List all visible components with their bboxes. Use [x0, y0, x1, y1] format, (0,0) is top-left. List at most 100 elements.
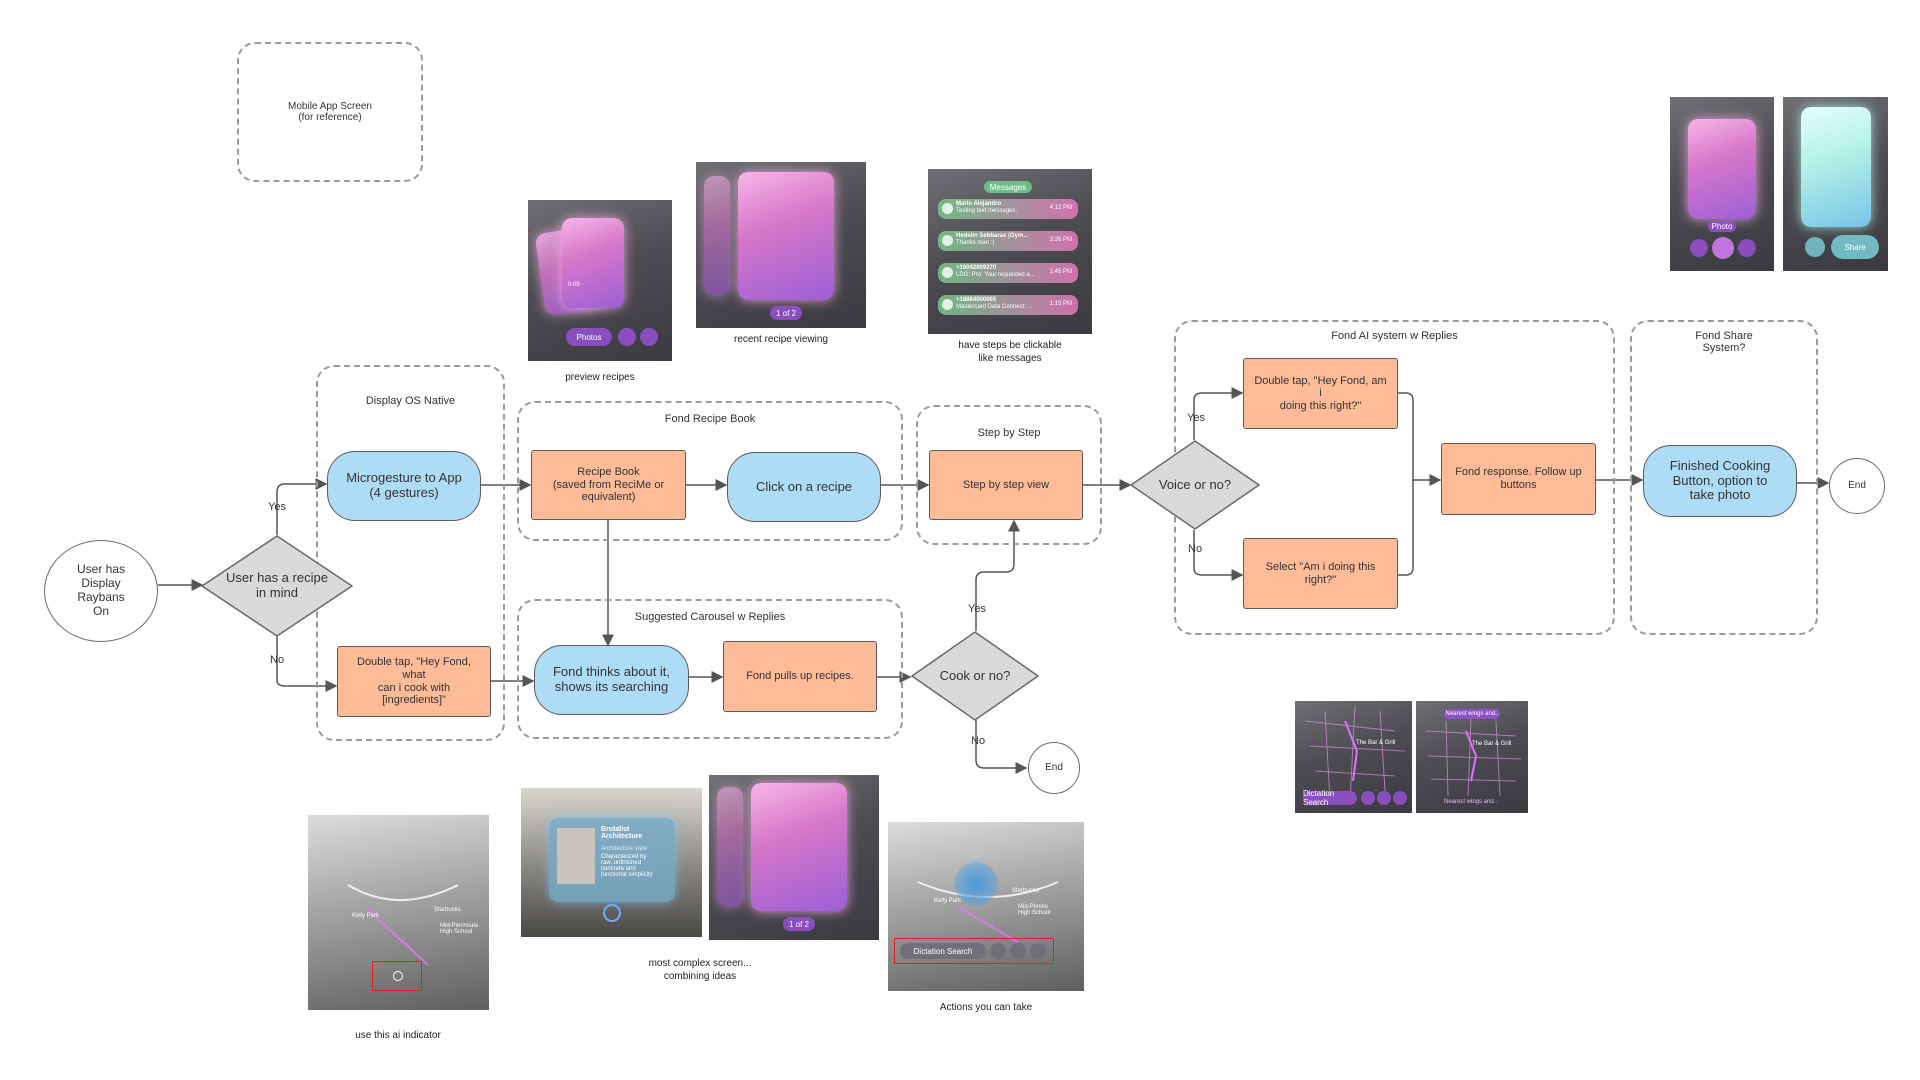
edge-dtr-response [1398, 392, 1442, 486]
map-right-footer: Nearest wings and.. [1444, 799, 1498, 805]
group-share: Fond Share System? [1630, 320, 1818, 635]
decision-recipe-label: User has a recipe in mind [226, 570, 328, 600]
double-tap-right-node: Double tap, "Hey Fond, am i doing this r… [1243, 358, 1398, 429]
caption-ai-indicator: use this ai indicator [355, 1030, 441, 1041]
screenshot-map-left: Dictation Search [1295, 701, 1412, 813]
message-4-time: 1:15 PM [1049, 301, 1072, 307]
decision-voice: Voice or no? [1130, 440, 1260, 530]
screenshot-ai-indicator: Kelly Park Starbucks Mid-Peninsula High … [308, 815, 489, 1010]
caption-recent: recent recipe viewing [734, 334, 828, 345]
edge-cook-step [975, 519, 1020, 631]
share-right-delete-button[interactable] [1805, 237, 1825, 257]
preview-camera-button[interactable] [618, 328, 636, 346]
actions-arc [917, 881, 1059, 943]
map-left-action-3[interactable] [1393, 791, 1407, 805]
reference-box-label: Mobile App Screen (for reference) [288, 100, 372, 124]
caption-preview: preview recipes [565, 372, 635, 383]
map-left-roads [1304, 705, 1406, 802]
label-no-cook: No [971, 735, 986, 747]
map-left-pin: The Bar & Grill [1356, 740, 1396, 746]
actions-btn-2[interactable] [1010, 943, 1026, 959]
caption-actions: Actions you can take [939, 1002, 1033, 1013]
end-final-node: End [1829, 458, 1885, 514]
complex2-side-card [717, 787, 743, 907]
message-1-name: Mario Alejandro [956, 201, 1002, 207]
decision-cook: Cook or no? [911, 631, 1039, 721]
share-left-photo-badge: Photo [1708, 221, 1736, 232]
group-step-by-step-title: Step by Step [977, 427, 1041, 439]
message-2-time: 3:26 PM [1049, 237, 1072, 243]
edge-select-response [1398, 480, 1414, 576]
ai-indicator-circle [393, 971, 403, 981]
group-suggested: Suggested Carousel w Replies [517, 599, 903, 739]
caption-complex: most complex screen... combining ideas [648, 958, 752, 982]
decision-cook-label: Cook or no? [939, 667, 1011, 683]
complex2-main-card [751, 783, 847, 911]
message-2-name: Hedelin Sebbaras (Gym... [956, 233, 1029, 239]
edge-cook-end [975, 720, 1028, 774]
message-3-name: +16042809270 [956, 265, 997, 271]
group-ai-system-title: Fond AI system w Replies [1331, 330, 1458, 342]
map-left-action-2[interactable] [1377, 791, 1391, 805]
share-right-share-button[interactable]: Share [1831, 235, 1879, 259]
map-left-dictation-button[interactable]: Dictation Search [1303, 789, 1357, 807]
decision-voice-label: Voice or no? [1158, 476, 1232, 492]
group-recipe-book-title: Fond Recipe Book [664, 413, 756, 425]
actions-pin-1: Kelly Park [934, 898, 962, 904]
complex-ai-ring [603, 904, 621, 922]
double-tap-fond-node: Double tap, "Hey Fond, what can i cook w… [337, 646, 491, 717]
screenshot-actions: Kelly Park Starbucks Mid-Penins High Sch… [888, 822, 1084, 991]
screenshot-recent-recipe: 1 of 2 [696, 162, 866, 328]
message-item-2[interactable]: Hedelin Sebbaras (Gym...Thanks man :)3:2… [938, 231, 1078, 251]
share-left-button-3[interactable] [1738, 239, 1756, 257]
share-left-button-1[interactable] [1690, 239, 1708, 257]
message-4-name: +18884000065 [956, 297, 997, 303]
screenshot-map-right: Nearest wings and.. The Bar & Grill Near… [1416, 701, 1528, 813]
preview-video-button[interactable] [640, 328, 658, 346]
actions-dictation-button[interactable]: Dictation Search [900, 943, 986, 959]
message-4-text: Mastercard Data Connect: ... [956, 304, 1033, 311]
label-yes-cook: Yes [968, 603, 986, 615]
map-left-action-1[interactable] [1361, 791, 1375, 805]
group-display-os-title: Display OS Native [365, 395, 456, 407]
edge-no-doubletap [276, 636, 338, 692]
actions-btn-3[interactable] [1030, 943, 1046, 959]
preview-time: 0:09 [568, 282, 580, 288]
actions-highlight [894, 938, 1054, 964]
step-view-node: Step by step view [929, 450, 1083, 520]
group-step-by-step: Step by Step [916, 405, 1102, 545]
preview-photos-button[interactable]: Photos [566, 328, 612, 346]
preview-card-front [562, 218, 624, 308]
edge-yes-microgesture [276, 478, 328, 535]
actions-btn-1[interactable] [990, 943, 1006, 959]
ai-indicator-pin-3: Mid-Peninsula High School [440, 923, 479, 935]
label-no-recipe: No [270, 654, 285, 666]
recipe-book-node: Recipe Book (saved from ReciMe or equiva… [531, 450, 686, 520]
screenshot-preview-recipes: 0:09 Photos [528, 200, 672, 361]
actions-pin-2: Starbucks [1012, 888, 1039, 894]
actions-pin-3: Mid-Penins High School [1018, 904, 1051, 916]
label-yes-recipe: Yes [268, 501, 286, 513]
reference-box: Mobile App Screen (for reference) [237, 42, 423, 182]
label-no-voice: No [1188, 543, 1203, 555]
click-recipe-node: Click on a recipe [727, 452, 881, 522]
actions-ai-glow [954, 862, 998, 906]
screenshot-complex-2: 1 of 2 [709, 775, 879, 940]
share-left-capture-button[interactable] [1712, 237, 1734, 259]
fond-response-node: Fond response. Follow up buttons [1441, 443, 1596, 515]
screenshot-share-left: Photo [1670, 97, 1774, 271]
edge-voice-yes [1193, 387, 1244, 440]
edge-voice-no [1193, 530, 1244, 581]
decision-recipe-in-mind: User has a recipe in mind [201, 535, 353, 637]
group-share-title: Fond Share System? [1695, 330, 1753, 354]
recent-side-card [704, 176, 730, 296]
map-right-pin: The Bar & Grill [1472, 741, 1512, 747]
fond-thinks-node: Fond thinks about it, shows its searchin… [534, 645, 689, 715]
map-right-badge: Nearest wings and.. [1444, 709, 1500, 719]
